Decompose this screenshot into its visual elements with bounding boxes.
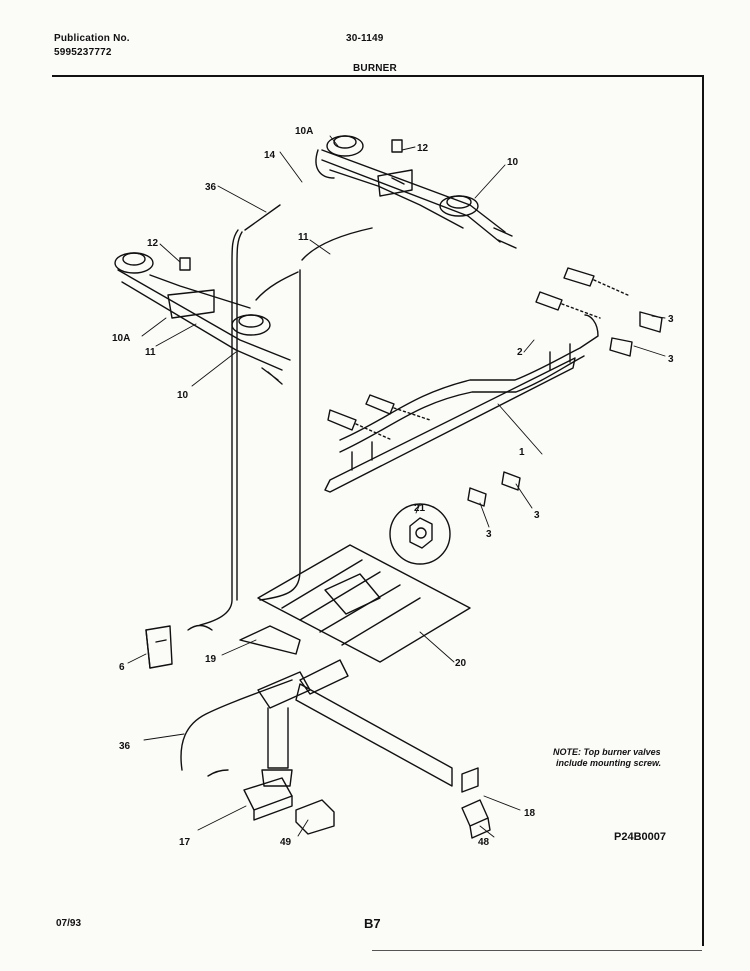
part-label-2: 2 <box>517 347 523 358</box>
left-burner-assembly <box>114 252 291 385</box>
part-label-48: 48 <box>478 837 490 848</box>
part-label-10: 10 <box>177 390 189 401</box>
part-label-49: 49 <box>280 837 292 848</box>
part-label-11: 11 <box>298 232 309 243</box>
part-label-17: 17 <box>179 837 191 848</box>
burner-valves <box>327 267 631 441</box>
part-label-3: 3 <box>486 529 492 540</box>
part-label-19: 19 <box>205 654 217 665</box>
model-number: 30-1149 <box>346 33 384 44</box>
part-label-14: 14 <box>264 150 276 161</box>
pilot-tubes <box>199 204 373 626</box>
part-label-10a: 10A <box>295 126 313 137</box>
part-label-11: 11 <box>145 347 156 358</box>
small-parts <box>145 625 491 839</box>
part-label-6: 6 <box>119 662 125 673</box>
section-title: BURNER <box>353 63 397 74</box>
note-line-1: NOTE: Top burner valves <box>553 747 661 757</box>
leader-lines <box>127 135 666 838</box>
page-number: B7 <box>364 916 381 931</box>
part-labels: 1 2 3 3 3 3 6 10 10 10A 10A 11 11 12 12 … <box>112 126 674 848</box>
rear-burner-assembly <box>315 135 517 249</box>
publication-label: Publication No. <box>54 33 130 44</box>
part-label-12: 12 <box>147 238 159 249</box>
part-label-3: 3 <box>668 354 674 365</box>
right-border <box>702 75 704 946</box>
oven-burner-assembly <box>180 544 471 787</box>
figure-code: P24B0007 <box>614 831 666 843</box>
part-label-10a: 10A <box>112 333 130 344</box>
part-label-3: 3 <box>534 510 540 521</box>
part-label-36: 36 <box>205 182 217 193</box>
part-label-12: 12 <box>417 143 429 154</box>
manifold-pipe <box>324 314 599 493</box>
note-line-2: include mounting screw. <box>556 758 662 768</box>
part-label-18: 18 <box>524 808 536 819</box>
control-knobs <box>467 311 663 507</box>
part-label-3: 3 <box>668 314 674 325</box>
part-label-10: 10 <box>507 157 519 168</box>
part-label-21: 21 <box>414 503 426 514</box>
part-label-36: 36 <box>119 741 131 752</box>
header-rule <box>52 75 704 77</box>
publication-number: 5995237772 <box>54 47 112 58</box>
part-label-20: 20 <box>455 658 467 669</box>
footer-rule <box>372 950 702 951</box>
footer-date: 07/93 <box>56 918 82 929</box>
part-label-1: 1 <box>519 447 525 458</box>
